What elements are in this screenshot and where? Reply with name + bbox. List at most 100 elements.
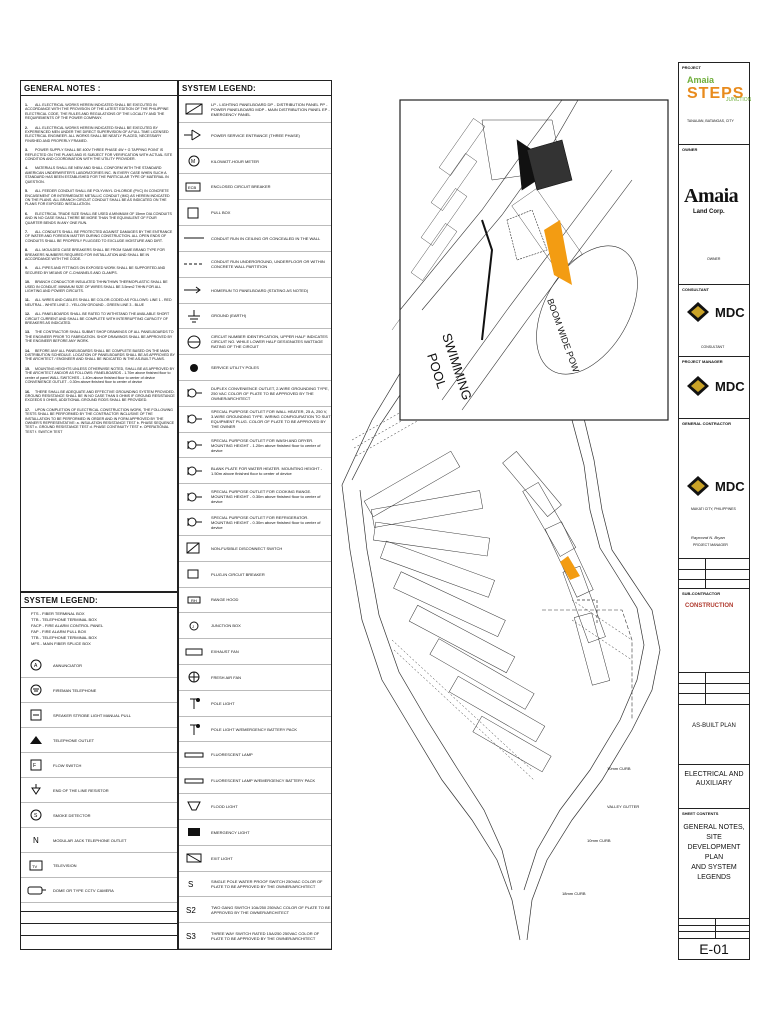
legend-row: FIREMAN TELEPHONE [21, 678, 177, 703]
general-notes-list: 1.ALL ELECTRICAL WORKS HEREIN INDICATED … [25, 103, 175, 439]
sw3-icon: S3 [186, 932, 196, 941]
pole-icon [190, 698, 200, 710]
legend-text: PLUG-IN CIRCUIT BREAKER [211, 571, 265, 577]
svg-text:J: J [192, 624, 194, 629]
legend-symbol [179, 256, 209, 272]
legend-text: NON-FUSIBLE DISCONNECT SWITCH [211, 545, 283, 551]
legend-symbol [21, 707, 51, 723]
sheet-number: E-01 [699, 941, 729, 957]
annunciator-icon: A [30, 659, 42, 671]
legend-text: ENCLOSED CIRCUIT BREAKER [211, 184, 271, 190]
legend-text: POLE LIGHT [211, 700, 235, 706]
general-note-11: 11.ALL WIRES AND CABLES SHALL BE COLOR-C… [25, 298, 175, 307]
general-note-8: 8.ALL MOULDED CASE BREAKERS SHALL BE FRO… [25, 248, 175, 261]
orange-highlight-inset [544, 220, 572, 285]
legend-symbol [179, 101, 209, 117]
legend-symbol: A [21, 657, 51, 673]
legend-text: SINGLE POLE WATER PROOF SWITCH 250VAC CO… [211, 878, 323, 889]
legend-row: GROUND (EARTH) [179, 304, 331, 330]
svg-text:S3: S3 [186, 932, 196, 941]
sheet-title-line-4: LEGENDS [697, 874, 731, 881]
legend-header-item: FAP - FIRE ALARM PULL BOX [31, 629, 87, 634]
phone-icon [30, 736, 42, 744]
legend-text: SPECIAL PURPOSE OUTLET FOR COOKING RANGE… [211, 489, 321, 505]
general-notes-panel: GENERAL NOTES : 1.ALL ELECTRICAL WORKS H… [20, 80, 178, 592]
exhaust-icon [185, 648, 203, 656]
sheet-title-line-2: DEVELOPMENT PLAN [687, 844, 741, 861]
amaia-land-logo-sub: Land Corp. [693, 209, 725, 215]
legend-text: FRESH AIR FAN [211, 674, 242, 680]
general-note-text: ELECTRICAL TRADE SIZE SHALL BE USED A MI… [25, 211, 172, 225]
general-note-number: 1. [25, 103, 28, 107]
tb-sheet-title-label: SHEET CONTENTS [682, 811, 719, 816]
plugin-icon [187, 569, 199, 579]
sub-logo: CONSTRUCTION [685, 603, 734, 609]
legend-row: FLUORESCENT LAMP W/EMERGENCY BATTERY PAC… [179, 768, 331, 795]
general-note-number: 3. [25, 148, 28, 153]
fireman-icon [30, 684, 42, 696]
general-note-text: UPON COMPLETION OF ELECTRICAL CONSTRUCTI… [25, 407, 175, 434]
tb-project-label: PROJECT [682, 65, 701, 70]
general-note-text: THERE SHALL BE ADEQUATE AND EFFECTIVE GR… [25, 389, 175, 403]
legend-symbol [179, 205, 209, 221]
legend-symbol [179, 721, 209, 737]
legend-row: SPECIAL PURPOSE OUTLET FOR REFRIGERATOR.… [179, 510, 331, 536]
general-note-number: 8. [25, 248, 28, 253]
outlet-icon [187, 466, 202, 476]
legend-text: HOMERUN TO PANELBOARD (STATING AS NOTED) [211, 287, 309, 293]
exit-icon [186, 853, 202, 863]
legend-row: CONDUIT RUN IN CEILING OR CONCEALED IN T… [179, 226, 331, 252]
general-note-text: THE CONTRACTOR SHALL SUBMIT SHOP DRAWING… [25, 330, 174, 344]
legend-symbol [179, 566, 209, 582]
legend-text: GROUND (EARTH) [211, 313, 247, 319]
general-note-12: 12.ALL PANELBOARDS SHALL BE RATED TO WIT… [25, 312, 175, 325]
legend-text: PULL BOX [211, 210, 231, 216]
flow-icon: F [30, 759, 42, 771]
tb-project-manager: PROJECT MANAGER MDC [679, 357, 749, 419]
breaker-icon: ECB [185, 182, 201, 192]
legend-symbol [179, 437, 209, 453]
tb-owner-label: OWNER [682, 147, 698, 152]
general-note-text: ALL ELECTRICAL WORKS HEREIN INDICATED SH… [25, 103, 169, 121]
legend-text: SPECIAL PURPOSE OUTLET FOR WASH AND DRYE… [211, 437, 321, 453]
general-note-16: 16.THERE SHALL BE ADEQUATE AND EFFECTIVE… [25, 390, 175, 403]
general-note-number: 17. [25, 407, 30, 412]
legend-text: TELEVISION [53, 862, 77, 868]
legend-row: SPECIAL PURPOSE OUTLET FOR WALL HEATER, … [179, 407, 331, 433]
legend-row: ECB ENCLOSED CIRCUIT BREAKER [179, 174, 331, 201]
general-note-number: 12. [25, 312, 30, 317]
legend-symbol [21, 682, 51, 698]
project-address: TANAUAN, BATANGAS, CITY [687, 119, 734, 123]
legend-symbol: TV [21, 857, 51, 873]
legend-text: RANGE HOOD [211, 597, 239, 603]
legend-text: SMOKE DETECTOR [53, 812, 91, 818]
mdc-logo-text: MDC [715, 304, 745, 320]
sheet-title-line-3: AND SYSTEM [691, 864, 737, 871]
discipline-line-2: AUXILIARY [695, 780, 733, 787]
general-note-text: ALL CONDUITS SHALL BE PROTECTED AGAINST … [25, 229, 173, 243]
tb-project: PROJECT Amaia STEPS JUNCTION TANAUAN, BA… [679, 63, 751, 145]
general-note-number: 14. [25, 348, 30, 353]
general-note-1: 1.ALL ELECTRICAL WORKS HEREIN INDICATED … [25, 103, 175, 121]
legend-header-item: FACP - FIRE ALARM CONTROL PANEL [31, 623, 104, 628]
general-note-14: 14.BEFORE ANY ALL PANELBOARDS SHALL BE C… [25, 349, 175, 362]
legend-row: EXHAUST FAN [179, 639, 331, 665]
tb-sheet-title: SHEET CONTENTS GENERAL NOTES, SITE DEVEL… [679, 809, 749, 919]
general-note-text: ALL ELECTRICAL WORKS HEREIN INDICATED SH… [25, 125, 169, 143]
cctv-icon [27, 886, 46, 895]
flood-icon [187, 801, 201, 811]
legend-text: POLE LIGHT W/EMERGENCY BATTERY PACK [211, 726, 298, 732]
tb-general-contractor: GENERAL CONTRACTOR MDC MAKATI CITY, PHIL… [679, 419, 749, 559]
svg-text:S: S [188, 880, 193, 889]
legend-symbol [179, 540, 209, 556]
general-note-number: 9. [25, 266, 28, 271]
mdc-logo-icon [687, 302, 709, 322]
box-icon [187, 207, 199, 219]
legend-row: LP - LIGHTING PANELBOARD DP - DISTRIBUTI… [179, 97, 331, 123]
general-note-number: 7. [25, 229, 28, 234]
legend-text: MODULAR JACK TELEPHONE OUTLET [53, 837, 127, 843]
